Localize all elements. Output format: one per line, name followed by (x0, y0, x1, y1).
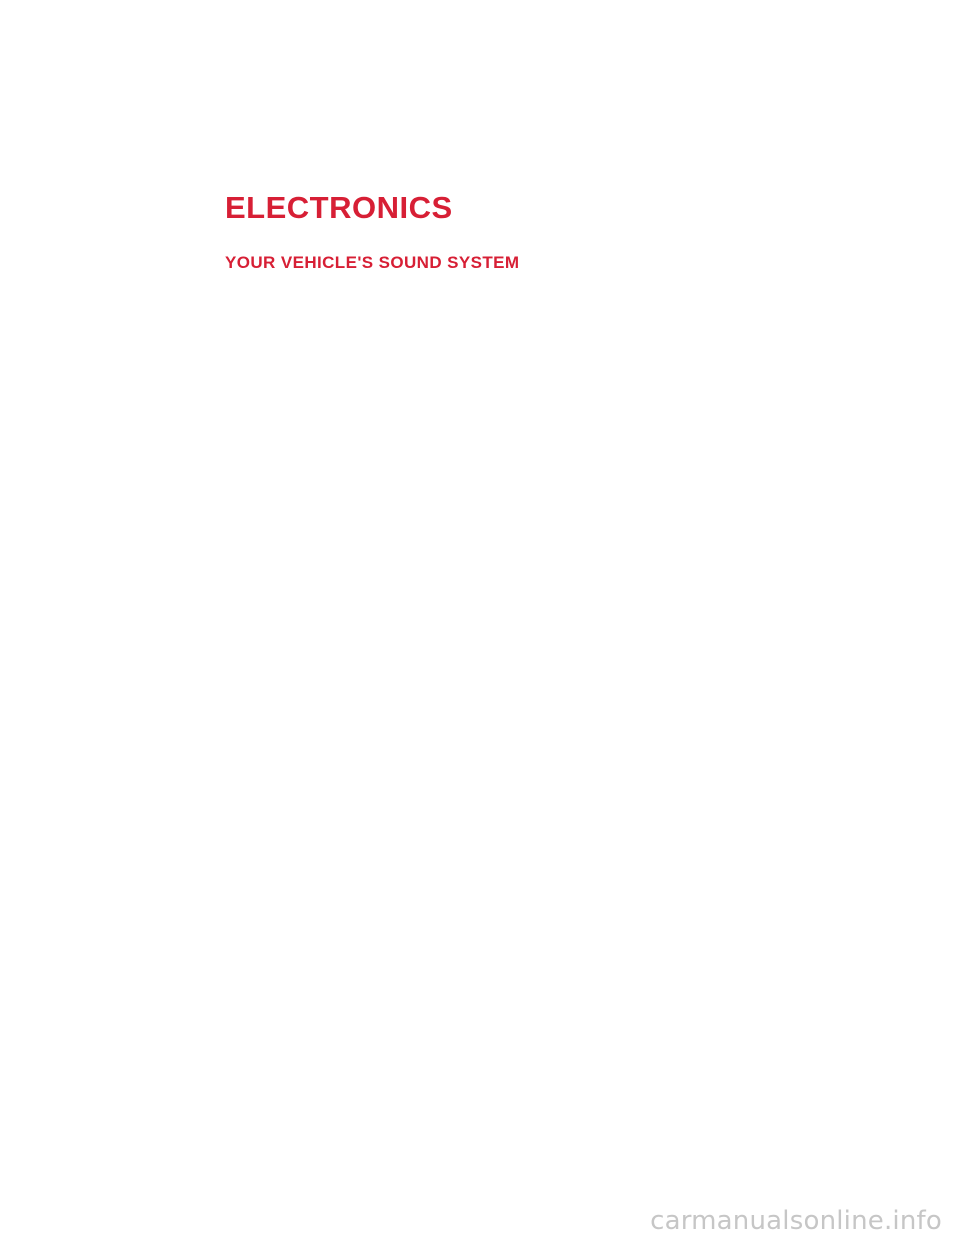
section-title: ELECTRONICS (225, 190, 453, 225)
section-subtitle: YOUR VEHICLE'S SOUND SYSTEM (225, 253, 520, 272)
watermark: carmanualsonline.info (650, 1206, 942, 1236)
